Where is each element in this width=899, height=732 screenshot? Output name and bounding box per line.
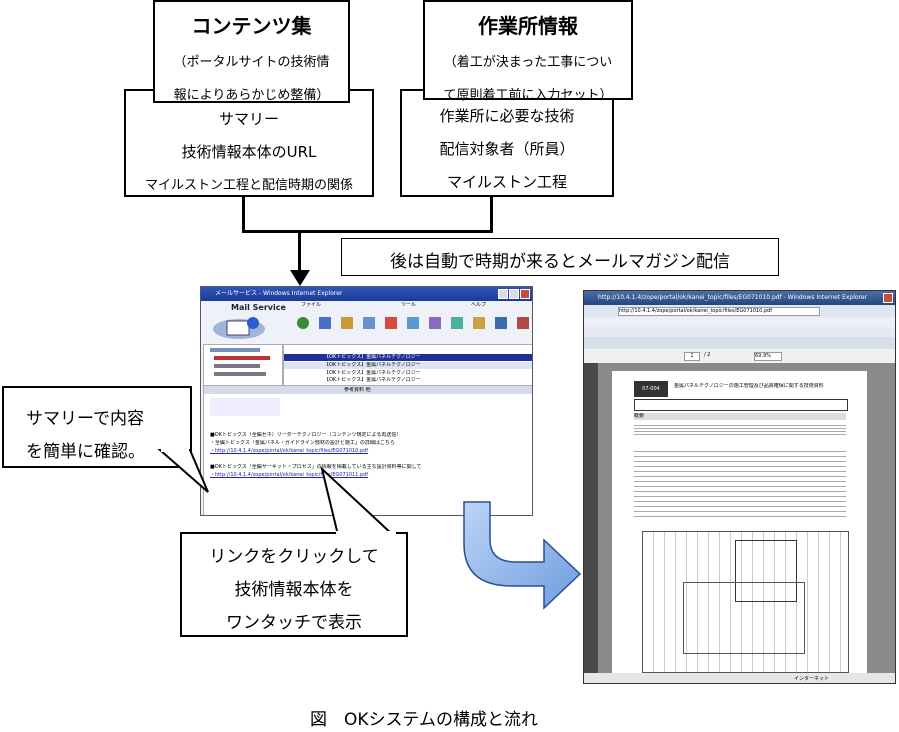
preview-heading: 参考資料 他 <box>344 387 371 393</box>
contents-item-1: サマリー <box>218 110 279 128</box>
site-title: 作業所情報 <box>478 14 578 38</box>
tool-icon-7[interactable] <box>429 317 441 329</box>
zoom-level[interactable]: 69.9% <box>754 352 782 361</box>
close-button[interactable] <box>520 289 530 299</box>
preview-line-2: ・全編トピックス「金属パネル・ガイドライン部材の設計と施工」の詳細はこちら <box>210 440 395 446</box>
contents-item-2: 技術情報本体のURL <box>181 143 317 161</box>
page-number-input[interactable]: 1 <box>684 352 700 361</box>
auto-delivery-banner: 後は自動で時期が来るとメールマガジン配信 <box>341 238 779 276</box>
link-callout: リンクをクリックして 技術情報本体を ワンタッチで表示 <box>180 532 408 637</box>
mail-logo-icon <box>213 317 265 339</box>
site-note-2: て原則着工前に入力セット） <box>443 88 613 103</box>
link-callout-line-2: 技術情報本体を <box>234 580 354 600</box>
message-row-selected[interactable]: 【OKトピックス】金属パネルテクノロジー <box>284 354 532 361</box>
preview-link-1[interactable]: ・http://10.4.1.4/zope/portal/ok/kanei_to… <box>210 448 369 454</box>
doc-badge: 07-004 <box>634 381 668 397</box>
tool-icon-11[interactable] <box>517 317 529 329</box>
message-row[interactable]: 【OKトピックス】金属パネルテクノロジー <box>324 377 421 383</box>
minimize-button[interactable] <box>498 289 508 299</box>
tool-icon-5[interactable] <box>385 317 397 329</box>
figure-caption: 図 OKシステムの構成と流れ <box>310 710 539 730</box>
site-note-1: （着工が決まった工事につい <box>443 55 613 70</box>
pdf-menubar <box>584 317 895 327</box>
folder-tree <box>203 344 283 386</box>
tool-icon-6[interactable] <box>407 317 419 329</box>
menu-help[interactable]: ヘルプ <box>471 302 487 308</box>
connector-horizontal <box>242 230 493 233</box>
page-total: / 2 <box>704 352 711 358</box>
menu-tools[interactable]: ツール <box>401 302 417 308</box>
down-arrow-head <box>290 270 310 286</box>
tool-icon-4[interactable] <box>363 317 375 329</box>
status-text: インターネット <box>794 676 830 682</box>
pdf-tabbar <box>584 337 895 349</box>
pdf-statusbar: インターネット <box>584 673 895 683</box>
menu-file[interactable]: ファイル <box>301 302 322 308</box>
doc-meta-table <box>634 399 848 411</box>
pdf-viewer-window: http://10.4.1.4/zope/portal/ok/kanei_top… <box>583 290 896 684</box>
preview-pane: 参考資料 他 ■OKトピックス（全編ゼネ）リーダーテクノロジー（コンテンツ規定に… <box>203 385 532 515</box>
address-input[interactable]: http://10.4.1.4/zope/portal/ok/kanei_top… <box>618 307 820 316</box>
contents-note-2: 報によりあらかじめ整備） <box>173 88 330 103</box>
tool-icon-3[interactable] <box>341 317 353 329</box>
toolbar-icons <box>297 315 532 339</box>
pdf-page: 07-004 金属パネルテクノロジーの施工管理及び品質確保に関する技術資料 概要 <box>612 371 867 673</box>
site-item-3: マイルストン工程 <box>446 173 567 191</box>
contents-item-3: マイルストン工程と配信時期の関係 <box>144 178 353 193</box>
banner-text: 後は自動で時期が来るとメールマガジン配信 <box>390 252 730 272</box>
message-list: 【OKトピックス】金属パネルテクノロジー 【OKトピックス】金属パネルテクノロジ… <box>283 344 532 386</box>
pdf-sidebar <box>584 363 598 673</box>
connector-right-down <box>490 197 493 232</box>
pdf-addressbar: http://10.4.1.4/zope/portal/ok/kanei_top… <box>584 305 895 317</box>
mail-service-window: メールサービス - Windows Internet Explorer Mail… <box>200 286 533 516</box>
contents-title-box: コンテンツ集 （ポータルサイトの技術情 報によりあらかじめ整備） <box>153 0 350 103</box>
pdf-titlebar: http://10.4.1.4/zope/portal/ok/kanei_top… <box>584 291 895 305</box>
doc-title: 金属パネルテクノロジーの施工管理及び品質確保に関する技術資料 <box>674 383 824 389</box>
pdf-favbar <box>584 327 895 337</box>
app-name: Mail Service <box>231 303 286 312</box>
site-detail-box: 作業所に必要な技術 配信対象者（所員） マイルストン工程 <box>400 89 614 197</box>
contents-title: コンテンツ集 <box>191 14 312 38</box>
summary-callout-line-2: を簡単に確認。 <box>26 442 145 462</box>
doc-text-block-1 <box>634 423 846 437</box>
pdf-toolbar: 1 / 2 69.9% <box>584 349 895 364</box>
link-callout-line-3: ワンタッチで表示 <box>226 613 362 633</box>
preview-line-3: ■OKトピックス「全編サーキット・プロセス」の情報を掲載している主な設計資料等に… <box>210 464 422 470</box>
summary-callout: サマリーで内容 を簡単に確認。 <box>2 386 192 468</box>
connector-main-down <box>298 230 301 272</box>
tool-icon-2[interactable] <box>319 317 331 329</box>
site-item-1: 作業所に必要な技術 <box>439 107 575 125</box>
summary-callout-line-1: サマリーで内容 <box>26 409 144 429</box>
contents-note-1: （ポータルサイトの技術情 <box>173 55 330 70</box>
tool-icon-9[interactable] <box>473 317 485 329</box>
summary-callout-pointer <box>157 444 209 493</box>
flow-arrow-icon <box>463 501 582 610</box>
doc-floorplan <box>642 531 849 673</box>
mail-titlebar: メールサービス - Windows Internet Explorer <box>201 287 532 301</box>
doc-heading: 概要 <box>634 413 846 420</box>
preview-link-2[interactable]: ・http://10.4.1.4/zope/portal/ok/kanei_to… <box>210 472 369 478</box>
message-row[interactable]: 【OKトピックス】金属パネルテクノロジー <box>284 362 532 369</box>
link-callout-pointer <box>320 466 396 537</box>
site-item-2: 配信対象者（所員） <box>439 140 575 158</box>
preview-line-1: ■OKトピックス（全編ゼネ）リーダーテクノロジー（コンテンツ規定による再送信） <box>210 432 402 438</box>
maximize-button[interactable] <box>509 289 519 299</box>
site-title-box: 作業所情報 （着工が決まった工事につい て原則着工前に入力セット） <box>423 0 633 103</box>
mail-header: Mail Service ファイル ツール ヘルプ <box>201 301 532 343</box>
pdf-close-button[interactable] <box>883 293 893 303</box>
link-callout-line-1: リンクをクリックして <box>209 547 379 567</box>
contents-detail-box: サマリー 技術情報本体のURL マイルストン工程と配信時期の関係 <box>124 89 374 197</box>
tool-icon-10[interactable] <box>495 317 507 329</box>
connector-left-down <box>242 197 245 232</box>
tool-icon-1[interactable] <box>297 317 309 329</box>
doc-text-block-2 <box>634 447 846 521</box>
tool-icon-8[interactable] <box>451 317 463 329</box>
message-row[interactable]: 【OKトピックス】金属パネルテクノロジー <box>324 370 421 376</box>
